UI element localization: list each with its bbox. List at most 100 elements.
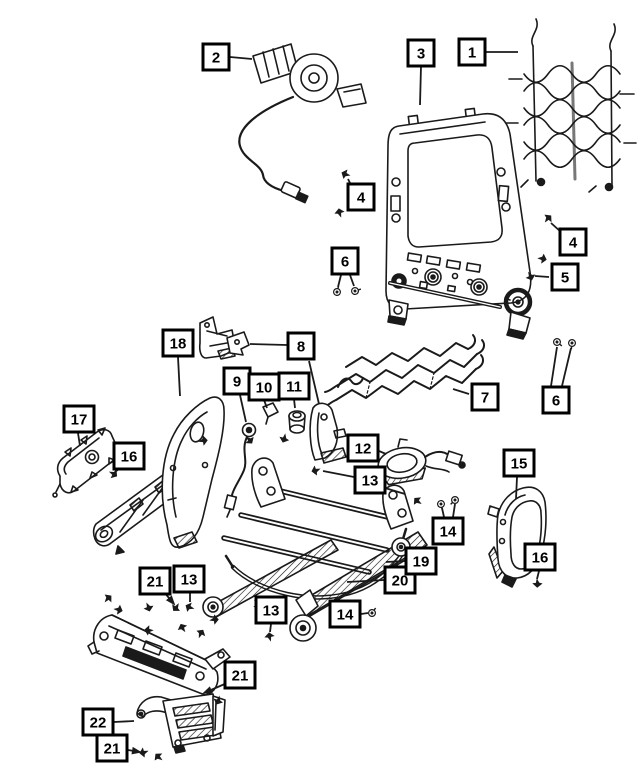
callout-6[interactable]: 6 bbox=[330, 246, 360, 276]
leader-line bbox=[249, 343, 288, 346]
callout-box[interactable] bbox=[172, 564, 206, 594]
callout-11[interactable]: 11 bbox=[277, 371, 311, 401]
callout-13[interactable]: 13 bbox=[254, 595, 288, 625]
part-seat-side-shield-inner bbox=[161, 396, 225, 549]
callout-box[interactable] bbox=[277, 371, 311, 401]
leader-line bbox=[239, 394, 247, 423]
callout-box[interactable] bbox=[81, 707, 115, 737]
callout-box[interactable] bbox=[541, 385, 571, 415]
callout-12[interactable]: 12 bbox=[346, 433, 380, 463]
callout-label: 1 bbox=[468, 45, 476, 62]
part-back-suspension-springs bbox=[504, 18, 637, 193]
callout-box[interactable] bbox=[346, 182, 376, 212]
part-cushion-suspension-mat bbox=[320, 334, 486, 409]
callout-6[interactable]: 6 bbox=[541, 385, 571, 415]
callout-14[interactable]: 14 bbox=[328, 599, 362, 629]
callout-box[interactable] bbox=[558, 227, 588, 257]
callout-box[interactable] bbox=[550, 262, 580, 292]
callout-box[interactable] bbox=[223, 660, 257, 690]
callout-box[interactable] bbox=[201, 42, 231, 72]
leader-line bbox=[550, 346, 558, 387]
screw-fastener-icon bbox=[177, 623, 188, 633]
callout-box[interactable] bbox=[330, 246, 360, 276]
leader-arrow-icon bbox=[131, 746, 142, 755]
callout-box[interactable] bbox=[138, 566, 172, 596]
leaders-layer bbox=[77, 51, 572, 755]
callout-17[interactable]: 17 bbox=[62, 404, 96, 434]
callout-1[interactable]: 1 bbox=[457, 37, 487, 67]
callout-label: 15 bbox=[511, 456, 528, 473]
callout-box[interactable] bbox=[161, 328, 195, 358]
callout-9[interactable]: 9 bbox=[222, 366, 252, 396]
part-track-motor bbox=[377, 438, 466, 486]
callout-box[interactable] bbox=[353, 465, 387, 495]
callout-box[interactable] bbox=[470, 382, 500, 412]
leader-arrow-icon bbox=[165, 595, 176, 606]
callout-19[interactable]: 19 bbox=[404, 546, 438, 576]
callout-box[interactable] bbox=[95, 733, 129, 763]
callout-21[interactable]: 21 bbox=[138, 566, 172, 596]
callout-box[interactable] bbox=[431, 516, 465, 546]
callout-8[interactable]: 8 bbox=[286, 331, 316, 361]
callout-15[interactable]: 15 bbox=[502, 448, 536, 478]
callout-3[interactable]: 3 bbox=[406, 38, 436, 68]
callout-4[interactable]: 4 bbox=[346, 182, 376, 212]
callout-2[interactable]: 2 bbox=[201, 42, 231, 72]
callout-box[interactable] bbox=[457, 37, 487, 67]
callout-box[interactable] bbox=[328, 599, 362, 629]
callout-box[interactable] bbox=[404, 546, 438, 576]
callout-4[interactable]: 4 bbox=[558, 227, 588, 257]
callout-box[interactable] bbox=[222, 366, 252, 396]
callout-box[interactable] bbox=[286, 331, 316, 361]
callout-box[interactable] bbox=[346, 433, 380, 463]
callout-13[interactable]: 13 bbox=[353, 465, 387, 495]
part-release-cable bbox=[223, 422, 257, 518]
callout-label: 16 bbox=[121, 449, 138, 466]
callout-21[interactable]: 21 bbox=[223, 660, 257, 690]
callout-14[interactable]: 14 bbox=[431, 516, 465, 546]
callout-label: 12 bbox=[355, 441, 372, 458]
callout-label: 11 bbox=[286, 379, 302, 396]
leader-line bbox=[536, 570, 540, 580]
callout-label: 18 bbox=[170, 336, 187, 353]
callout-box[interactable] bbox=[112, 441, 146, 471]
part-bushing bbox=[288, 410, 306, 434]
leader-line bbox=[534, 275, 550, 278]
callout-label: 13 bbox=[263, 603, 280, 620]
callout-label: 21 bbox=[104, 741, 121, 758]
callout-22[interactable]: 22 bbox=[81, 707, 115, 737]
callout-box[interactable] bbox=[254, 595, 288, 625]
callout-box[interactable] bbox=[523, 542, 557, 572]
bolt-fastener-icon bbox=[567, 338, 577, 350]
bolt-fastener-icon bbox=[450, 495, 460, 505]
leader-line bbox=[441, 507, 445, 518]
part-recliner-lever bbox=[309, 402, 347, 464]
callout-16[interactable]: 16 bbox=[523, 542, 557, 572]
screw-fastener-icon bbox=[213, 695, 223, 705]
callout-label: 13 bbox=[362, 473, 379, 490]
callout-label: 21 bbox=[147, 574, 164, 591]
callout-5[interactable]: 5 bbox=[550, 262, 580, 292]
callout-box[interactable] bbox=[502, 448, 536, 478]
screw-fastener-icon bbox=[104, 594, 112, 603]
callout-label: 13 bbox=[181, 572, 198, 589]
callout-21[interactable]: 21 bbox=[95, 733, 129, 763]
leader-line bbox=[113, 720, 135, 723]
screw-fastener-icon bbox=[143, 602, 154, 612]
part-floor-bracket bbox=[136, 693, 226, 754]
callout-box[interactable] bbox=[62, 404, 96, 434]
callout-16[interactable]: 16 bbox=[112, 441, 146, 471]
callout-10[interactable]: 10 bbox=[247, 372, 281, 402]
callout-label: 17 bbox=[71, 412, 88, 429]
bolt-fastener-icon bbox=[367, 607, 377, 618]
callout-box[interactable] bbox=[406, 38, 436, 68]
callout-7[interactable]: 7 bbox=[470, 382, 500, 412]
callout-18[interactable]: 18 bbox=[161, 328, 195, 358]
callout-label: 6 bbox=[552, 393, 560, 410]
bolt-fastener-icon bbox=[552, 337, 563, 347]
leader-line bbox=[346, 579, 385, 583]
callout-13[interactable]: 13 bbox=[172, 564, 206, 594]
screw-fastener-icon bbox=[532, 578, 543, 588]
leader-line bbox=[349, 274, 355, 287]
